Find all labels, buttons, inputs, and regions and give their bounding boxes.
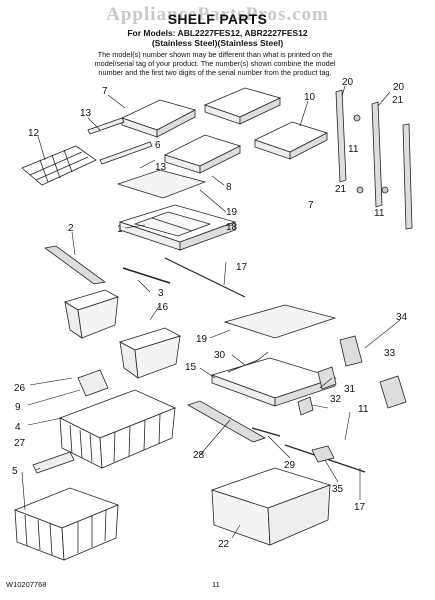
pan-frame-18 [118,204,237,251]
callout-11-upper: 11 [348,144,359,155]
shelf-10 [253,121,329,160]
bin-9 [77,369,109,397]
leader-lines [21,85,401,539]
bracket-32 [297,396,314,416]
callout-19-upper: 19 [226,207,238,218]
callout-1: 1 [117,224,123,235]
callout-19-lower: 19 [196,334,208,345]
wine-rack-12 [21,145,97,186]
callout-3: 3 [158,288,164,299]
callout-11-middle: 11 [374,208,385,219]
models-line: For Models: ABL2227FES12, ABR2227FES12 [127,28,308,38]
callout-31: 31 [344,384,356,395]
basket-4 [58,389,177,469]
callout-13-lower: 13 [155,162,167,173]
screw-7 [356,186,364,194]
callout-12: 12 [28,128,40,139]
callout-16: 16 [157,302,169,313]
callout-10: 10 [304,92,316,103]
callout-28: 28 [193,450,205,461]
callout-33: 33 [384,348,396,359]
callout-22: 22 [218,539,230,550]
crisper-16-right [118,327,182,379]
glass-shelf-19-lower [223,304,337,339]
callout-30: 30 [214,350,226,361]
callout-17-lower: 17 [354,502,366,513]
crisper-16-left [64,289,120,339]
model-numbers: For Models: ABL2227FES12, ABR2227FES12 (… [0,28,435,48]
rail-21 [402,123,413,230]
document-number: W10207768 [6,580,47,589]
shelf-6-upper-right [203,87,282,125]
rail-20-right [371,101,383,208]
callout-13-upper: 13 [80,108,92,119]
rod-17-upper [164,257,246,298]
callout-8-upper: 7 [102,86,108,97]
callout-6: 6 [155,140,161,151]
screw-11 [353,114,389,194]
finish-line: (Stainless Steel)(Stainless Steel) [151,38,284,48]
page-title: SHELF PARTS [167,11,268,27]
rail-29 [251,427,281,437]
channel-28 [187,400,266,443]
callout-20-left: 20 [342,77,354,88]
divider-27 [32,451,75,474]
rail-13-a [87,117,125,135]
callout-numbers: 7 13 12 10 20 20 21 6 11 13 8 21 7 11 19… [12,77,408,550]
rod-17-lower [284,444,366,473]
callout-21-lower: 21 [335,184,347,195]
callout-4: 4 [15,422,21,433]
shelf-frame-15 [210,357,337,407]
callout-35: 35 [332,484,344,495]
callout-8-lower: 8 [226,182,232,193]
wire-30 [227,351,269,373]
bracket-31 [317,366,337,390]
callout-17-upper: 17 [236,262,248,273]
channel-2 [44,245,106,285]
glass-insert-19-upper [116,169,207,199]
callout-7: 7 [308,200,314,211]
callout-20-right: 20 [393,82,405,93]
basket-5 [13,487,120,561]
callout-18: 18 [226,222,238,233]
drawer-22 [210,467,332,546]
callout-5: 5 [12,466,18,477]
callout-2: 2 [68,223,74,234]
shelf-8-lower [163,134,242,174]
callout-11-lower: 11 [358,404,369,415]
callout-29: 29 [284,460,296,471]
callout-15: 15 [185,362,197,373]
callout-26: 26 [14,383,26,394]
rod-3 [122,267,171,284]
callout-21-upper: 21 [392,95,404,106]
callout-32: 32 [330,394,342,405]
bracket-34 [339,335,363,367]
watermark: AppliancePartsPros.com [106,4,329,25]
callout-34: 34 [396,312,408,323]
callout-9: 9 [15,402,21,413]
callout-27: 27 [14,438,26,449]
rail-13-b [99,141,153,165]
model-note: The model(s) number shown may be differe… [94,50,336,77]
bracket-33 [379,375,407,409]
page-number: 11 [212,580,220,589]
rail-20-left [335,89,347,183]
shelf-8-upper [120,99,197,138]
